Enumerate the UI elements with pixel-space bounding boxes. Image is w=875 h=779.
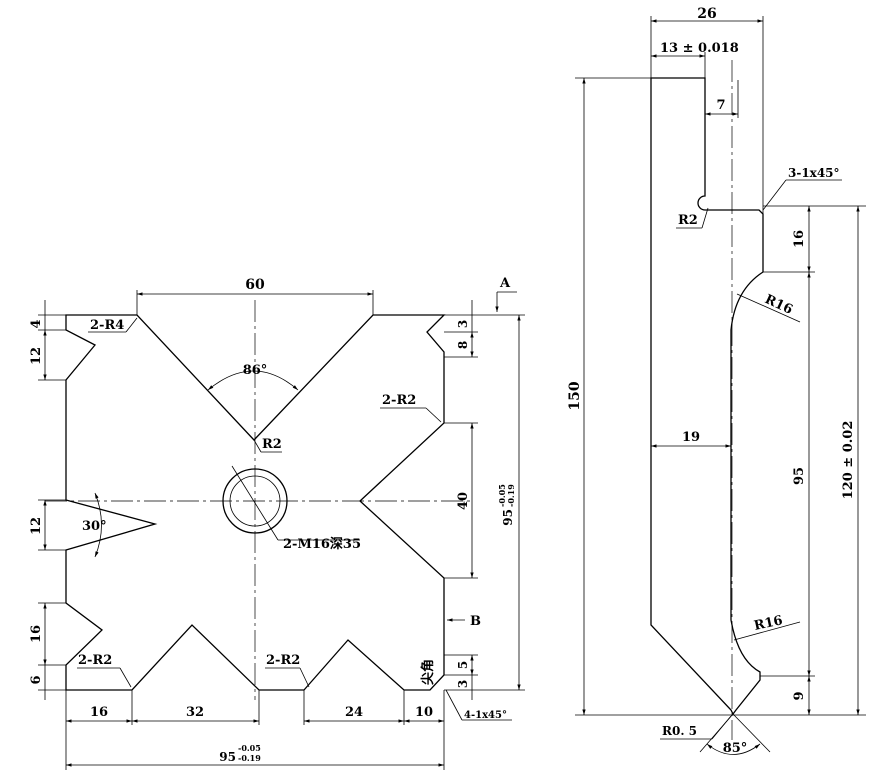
dim-overall-width-lower: -0.19 (238, 753, 261, 763)
datum-a-label: A (499, 276, 511, 291)
dim-bottom-fillet-left: 2-R2 (78, 653, 112, 668)
tip-angle-line-left (699, 713, 734, 753)
dim-fillet-upper: R16 (762, 292, 795, 318)
dim-step: 16 (792, 230, 807, 248)
dim-width-26: 26 (697, 6, 716, 22)
leader-r2-slot-tick (701, 207, 709, 229)
dim-tip-angle: 85° (723, 741, 748, 756)
leader-3-chamfer (762, 179, 787, 211)
dim-fillet-lower: R16 (753, 613, 784, 634)
angle-arc-30 (94, 492, 102, 558)
dim-left-bottom-notch: 16 (29, 625, 44, 643)
dim-corner-chamfer: 4-1x45° (464, 710, 507, 721)
dim-left-v-angle: 30° (82, 519, 107, 534)
left-part-view: 60 2-R4 4 12 86° R2 A 3 8 2 (29, 276, 525, 770)
dim-top-v-radius: R2 (262, 437, 282, 452)
dim-tip-height: 9 (792, 691, 807, 700)
right-part-view: 26 13 ± 0.018 7 3-1x45° R2 16 R16 150 19 (567, 6, 866, 756)
dim-left-top-fillet: 2-R4 (90, 318, 124, 333)
dim-chamfer: 3-1x45° (788, 166, 840, 180)
datum-b-label: B (470, 614, 481, 629)
dim-right-bottom-b: 3 (456, 680, 470, 688)
dim-slot-offset: 7 (716, 98, 725, 113)
leader-2-r2-right-tick (425, 407, 442, 423)
dim-left-v-height: 12 (29, 517, 44, 535)
tip-angle-line-right (732, 713, 771, 753)
leader-r16-upper (736, 293, 801, 323)
leader-2-r4-tick (125, 317, 138, 333)
dim-tip-radius: R0. 5 (662, 724, 697, 738)
dim-left-top-notch: 12 (29, 347, 44, 365)
dim-bottom-seg4: 10 (415, 705, 433, 720)
right-part-outline (650, 77, 764, 716)
center-hole-outer (222, 468, 288, 534)
dim-right-top-offset: 3 (456, 320, 470, 328)
dim-neck-height: 95 (792, 467, 807, 485)
dim-overall-height-nominal: 95 (501, 509, 515, 526)
angle-arc-86 (207, 370, 299, 391)
dim-overall-height-lower: -0.19 (506, 484, 516, 507)
dim-neck-width: 19 (682, 430, 700, 445)
dim-bottom-seg1: 16 (90, 705, 108, 720)
corner-note: 尖角 (420, 659, 436, 685)
dim-overall-height: 95 -0.05 -0.19 (497, 484, 516, 526)
dim-overall-width-nominal: 95 (219, 750, 236, 764)
dim-left-bottom-offset: 6 (29, 675, 44, 684)
leader-r2-v (253, 439, 262, 453)
leader-2-r2-bottom-left-tick (119, 667, 132, 688)
dim-right-fillet-top: 2-R2 (382, 393, 416, 408)
dim-center-hole: 2-M16深35 (283, 536, 361, 552)
dim-top-width: 60 (245, 277, 265, 293)
leader-chamfer (445, 689, 463, 721)
leader-2-r2-bottom-right-tick (299, 667, 310, 688)
dim-left-top-offset: 4 (29, 319, 44, 328)
angle-arc-85 (706, 743, 761, 755)
dim-right-bottom-a: 5 (456, 661, 470, 669)
leader-r16-lower (733, 621, 801, 641)
dim-bottom-seg2: 32 (186, 705, 204, 720)
dim-overall-width-upper: -0.05 (238, 743, 261, 753)
leader-hole (231, 465, 279, 541)
dim-overall-width: 95 -0.05 -0.19 (219, 743, 261, 764)
dim-top-v-angle: 86° (243, 363, 268, 378)
dim-height-tol: 120 ± 0.02 (841, 421, 856, 500)
dim-total-height: 150 (567, 381, 583, 410)
dim-right-top-notch: 8 (456, 341, 470, 349)
center-hole-inner (229, 475, 281, 527)
dim-bottom-seg3: 24 (345, 705, 363, 720)
dim-slot-radius: R2 (678, 213, 698, 228)
dim-slot-width: 13 ± 0.018 (660, 41, 739, 56)
dim-bottom-fillet-right: 2-R2 (266, 653, 300, 668)
dim-overall-height-upper: -0.05 (497, 484, 507, 507)
dim-right-v-height: 40 (456, 492, 471, 510)
